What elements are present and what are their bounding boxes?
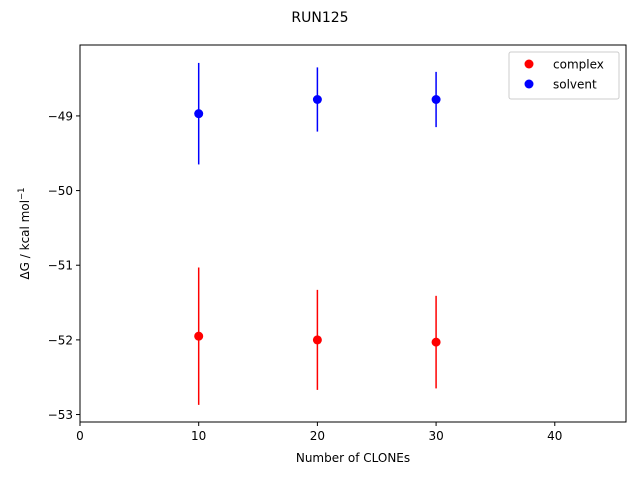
- x-tick-label: 20: [310, 429, 325, 443]
- data-point: [312, 94, 322, 104]
- y-tick-label: −51: [48, 259, 73, 273]
- legend-label-solvent: solvent: [553, 78, 597, 92]
- y-tick-label: −52: [48, 333, 73, 347]
- y-tick-label: −53: [48, 408, 73, 422]
- x-tick-label: 40: [547, 429, 562, 443]
- legend: complex solvent: [508, 51, 620, 100]
- y-tick-label: −50: [48, 184, 73, 198]
- chart-title: RUN125: [291, 10, 348, 26]
- series-solvent: [194, 62, 441, 165]
- y-axis-label: ΔG / kcal mol−1: [17, 187, 32, 279]
- y-axis-label-superscript: −1: [17, 187, 27, 200]
- x-tick-label: 10: [191, 429, 206, 443]
- y-axis: −53 −52 −51 −50 −49: [48, 109, 80, 422]
- x-axis-label: Number of CLONEs: [296, 451, 410, 465]
- series-layer: [194, 62, 441, 405]
- legend-marker-complex: [524, 59, 534, 69]
- plot-area: [79, 44, 627, 423]
- legend-label-complex: complex: [553, 58, 604, 72]
- x-tick-label: 30: [428, 429, 443, 443]
- legend-marker-solvent: [524, 79, 534, 89]
- data-point: [194, 331, 204, 341]
- data-point: [312, 335, 322, 345]
- x-axis: 0 10 20 30 40: [76, 422, 562, 443]
- y-axis-label-main: ΔG / kcal mol: [18, 200, 32, 280]
- data-point: [194, 109, 204, 119]
- series-complex: [194, 267, 441, 405]
- x-tick-label: 0: [76, 429, 84, 443]
- data-point: [431, 337, 441, 347]
- data-point: [431, 94, 441, 104]
- legend-frame: [508, 51, 620, 100]
- y-tick-label: −49: [48, 109, 73, 123]
